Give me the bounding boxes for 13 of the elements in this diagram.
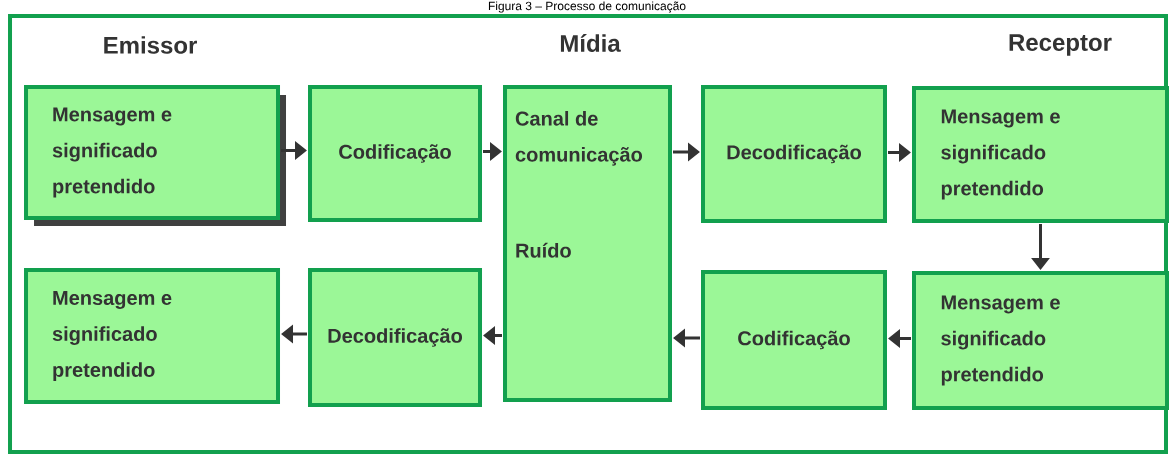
process-box: Mensagem e significado pretendido [24,268,280,404]
process-box: Canal de comunicação Ruído [503,85,672,402]
process-box: Mensagem e significado pretendido [912,271,1169,410]
process-box: Codificação [308,85,482,222]
process-box: Mensagem e significado pretendido [912,86,1169,223]
process-box: Decodificação [308,268,482,407]
column-heading: Receptor [1009,34,1112,56]
column-heading: Mídia [560,34,621,52]
process-box: Codificação [701,270,887,410]
process-box: Mensagem e significado pretendido [24,85,286,226]
title: Figura 3 – Processo de comunicação [488,1,686,13]
process-box: Decodificação [701,85,887,223]
column-heading: Emissor [104,36,197,54]
